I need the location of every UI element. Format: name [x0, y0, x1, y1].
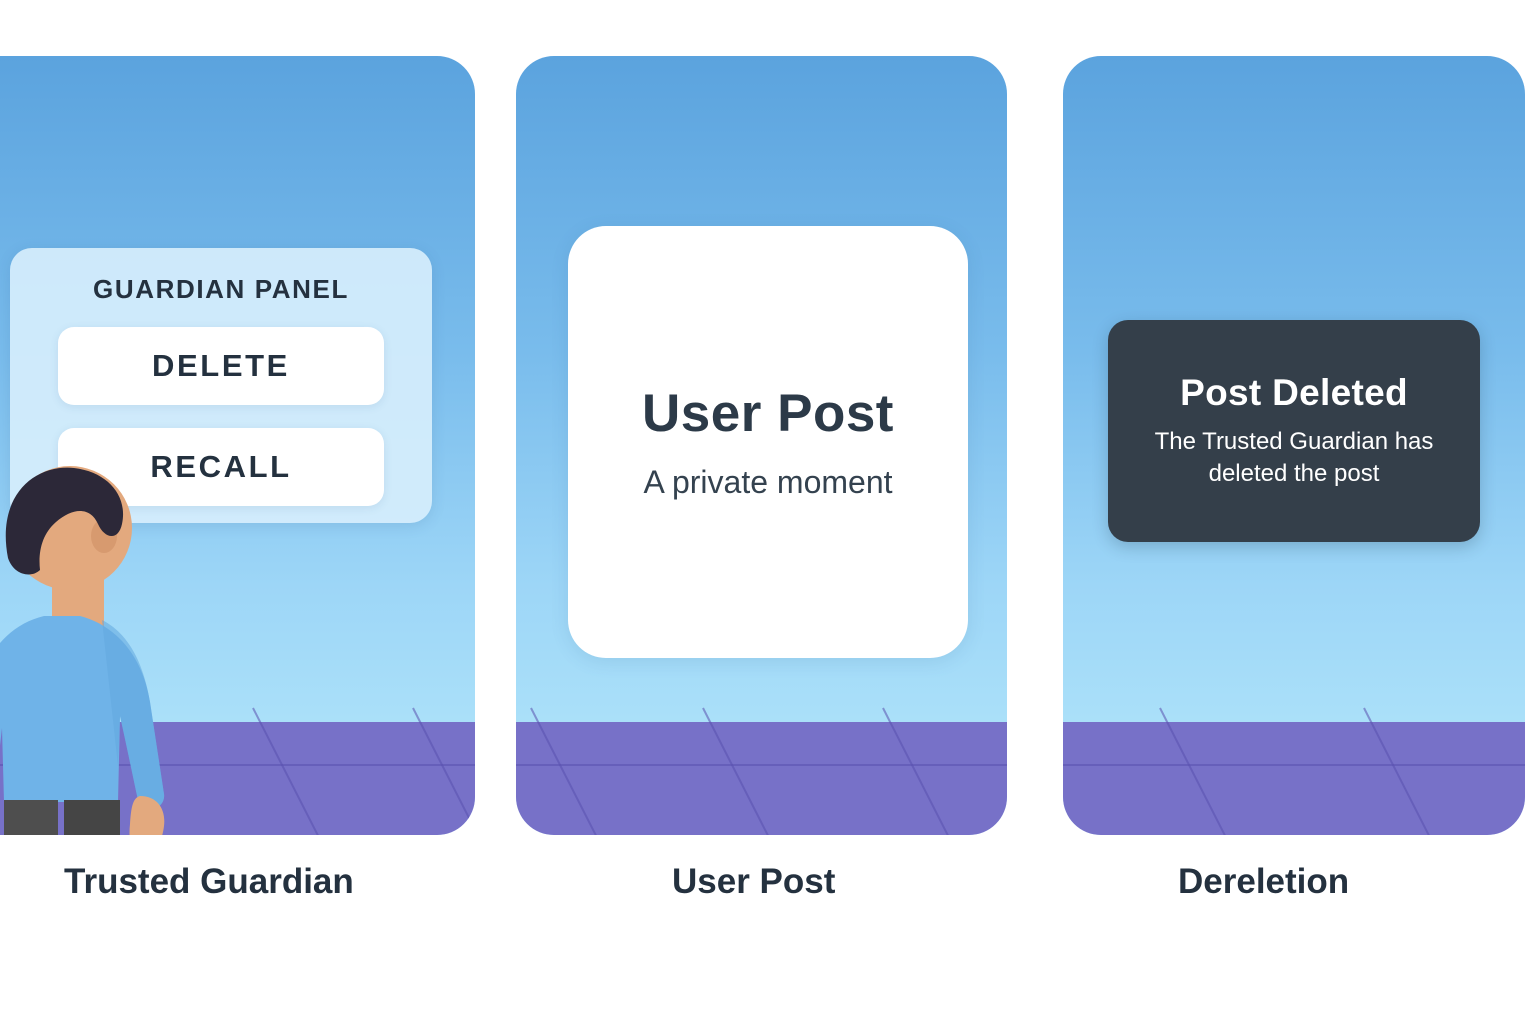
floor-diagonal-line	[1363, 707, 1433, 835]
floor-diagonal-line	[882, 707, 952, 835]
guardian-person-figure	[0, 466, 165, 835]
post-deleted-body: The Trusted Guardian has deleted the pos…	[1154, 427, 1434, 487]
floor-panel-2	[516, 707, 1007, 835]
user-post-title: User Post	[642, 384, 894, 443]
leg-left-shape	[4, 800, 58, 835]
panel-trusted-guardian: GUARDIAN PANEL DELETE RECALL	[0, 56, 475, 835]
floor-diagonal-line	[412, 707, 475, 835]
hair-shape	[5, 467, 124, 575]
user-post-subtitle: A private moment	[643, 464, 893, 500]
floor-diagonal-line	[1159, 707, 1229, 835]
leg-right-shape	[64, 800, 120, 835]
floor-horizon-line	[1063, 764, 1525, 766]
caption-dereletion: Dereletion	[1178, 862, 1350, 901]
caption-trusted-guardian: Trusted Guardian	[64, 862, 354, 901]
floor-horizon-line	[516, 764, 1007, 766]
shirt-shading	[102, 620, 165, 810]
panel-user-post: User Post A private moment	[516, 56, 1007, 835]
post-deleted-title: Post Deleted	[1180, 371, 1408, 413]
floor-panel-3	[1063, 707, 1525, 835]
caption-user-post: User Post	[672, 862, 836, 901]
delete-button[interactable]: DELETE	[58, 327, 384, 405]
floor-horizon-line	[0, 764, 475, 766]
floor-diagonal-line	[702, 707, 772, 835]
user-post-card: User Post A private moment	[568, 226, 968, 658]
floor-diagonal-line	[530, 707, 600, 835]
guardian-panel-title: GUARDIAN PANEL	[93, 274, 349, 304]
hand-shape	[129, 796, 165, 835]
post-deleted-card: Post Deleted The Trusted Guardian has de…	[1108, 320, 1480, 542]
floor-diagonal-line	[252, 707, 322, 835]
panel-dereletion: Post Deleted The Trusted Guardian has de…	[1063, 56, 1525, 835]
